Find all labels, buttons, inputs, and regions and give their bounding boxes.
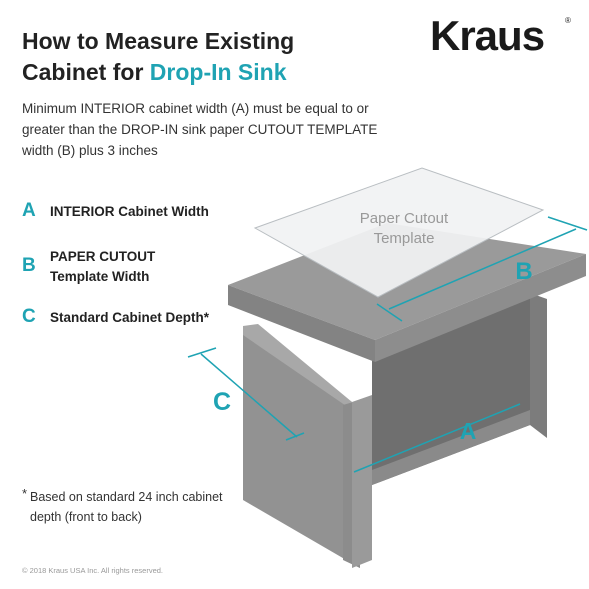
- page-title: How to Measure Existing Cabinet for Drop…: [22, 26, 294, 88]
- cabinet-left-side-edge: [243, 324, 352, 410]
- title-line-2-prefix: Cabinet for: [22, 59, 150, 85]
- dimension-b-tick-right: [547, 216, 588, 231]
- copyright-text: © 2018 Kraus USA Inc. All rights reserve…: [22, 566, 164, 575]
- dimension-c-tick-bottom: [285, 432, 305, 441]
- legend-letter-b: B: [22, 255, 36, 276]
- paper-cutout-template: [253, 167, 545, 298]
- legend-label-a: INTERIOR Cabinet Width: [50, 204, 209, 219]
- legend-label-b: PAPER CUTOUT Template Width: [50, 249, 156, 284]
- dimension-c-line: [200, 353, 298, 438]
- cabinet-right-side: [530, 293, 547, 438]
- dimension-c-label: C: [213, 388, 231, 416]
- dimension-b-line: [388, 228, 577, 310]
- legend-label-c: Standard Cabinet Depth*: [50, 310, 210, 325]
- countertop-right-edge: [375, 254, 586, 362]
- dimension-c-tick-top: [187, 347, 217, 358]
- legend-letter-c: C: [22, 306, 36, 327]
- cabinet-front-face: [352, 395, 372, 568]
- dimension-a-line: [353, 403, 521, 473]
- paper-label-line-2: Template: [374, 230, 435, 247]
- title-line-1: How to Measure Existing: [22, 28, 295, 54]
- legend-letter-a: A: [22, 200, 36, 221]
- paper-label-line-1: Paper Cutout: [360, 210, 449, 227]
- intro-text: Minimum INTERIOR cabinet width (A) must …: [22, 101, 378, 158]
- dimension-a-label: A: [460, 418, 477, 444]
- countertop-front-edge: [228, 285, 375, 362]
- footnote: * Based on standard 24 inch cabinet dept…: [22, 486, 232, 527]
- cabinet-bottom-shelf: [372, 410, 530, 485]
- dimension-b-tick-left: [376, 303, 403, 322]
- registered-mark: ®: [565, 16, 571, 25]
- dimension-b-label: B: [515, 258, 532, 285]
- kraus-logo: Kraus: [430, 12, 545, 59]
- title-line-2-accent: Drop-In Sink: [149, 59, 287, 85]
- footnote-asterisk: *: [22, 486, 28, 501]
- footnote-text: Based on standard 24 inch cabinet depth …: [30, 490, 223, 524]
